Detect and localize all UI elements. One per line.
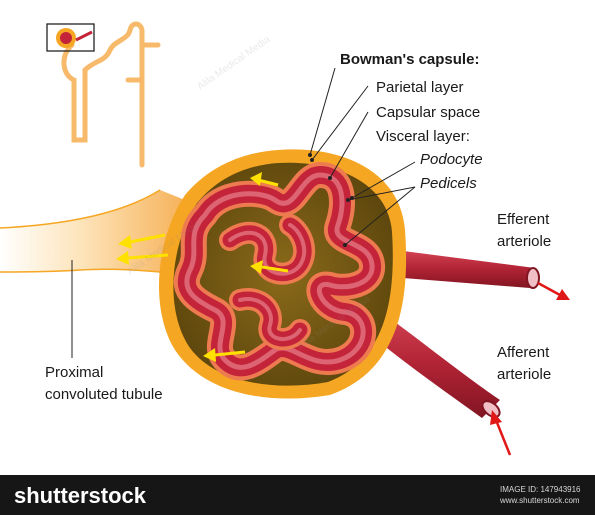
proximal-tubule bbox=[0, 189, 186, 276]
proximal-label-line1: Proximal bbox=[45, 364, 103, 381]
efferent-label-line1: Efferent bbox=[497, 211, 550, 228]
blood-flow-arrows bbox=[490, 281, 570, 456]
yellow-arrow-icon bbox=[203, 348, 246, 362]
proximal-label-line2: convoluted tubule bbox=[45, 386, 163, 403]
nephron-thumbnail bbox=[46, 21, 161, 168]
red-arrow-icon bbox=[537, 281, 570, 300]
yellow-arrow-icon bbox=[118, 233, 166, 249]
image-id: IMAGE ID: 147943916 bbox=[500, 485, 581, 494]
parietal-layer-label: Parietal layer bbox=[376, 79, 464, 96]
yellow-arrow-icon bbox=[250, 172, 279, 187]
footer-bar: shutterstock IMAGE ID: 147943916 www.shu… bbox=[0, 475, 595, 515]
yellow-arrow-icon bbox=[250, 260, 289, 274]
capsular-space-label: Capsular space bbox=[376, 104, 480, 121]
visceral-layer-label: Visceral layer: bbox=[376, 128, 470, 145]
efferent-label-line2: arteriole bbox=[497, 233, 551, 250]
efferent-arteriole bbox=[378, 248, 540, 289]
afferent-arteriole bbox=[365, 305, 501, 418]
afferent-label-line2: arteriole bbox=[497, 366, 551, 383]
shutterstock-logo: shutterstock bbox=[14, 483, 147, 508]
glomerulus bbox=[173, 162, 385, 381]
afferent-label-line1: Afferent bbox=[497, 344, 550, 361]
bowmans-capsule-label: Bowman's capsule: bbox=[340, 51, 479, 68]
leader-dots bbox=[308, 153, 354, 247]
filtrate-flow-arrows bbox=[116, 172, 289, 362]
podocyte-label: Podocyte bbox=[420, 151, 483, 168]
leader-lines bbox=[71, 67, 416, 358]
watermark-text: Alila Medical Media bbox=[195, 34, 272, 93]
site-url: www.shutterstock.com bbox=[499, 496, 580, 505]
red-arrow-icon bbox=[490, 410, 512, 456]
pedicels-label: Pedicels bbox=[420, 175, 477, 192]
yellow-arrow-icon bbox=[116, 251, 169, 265]
